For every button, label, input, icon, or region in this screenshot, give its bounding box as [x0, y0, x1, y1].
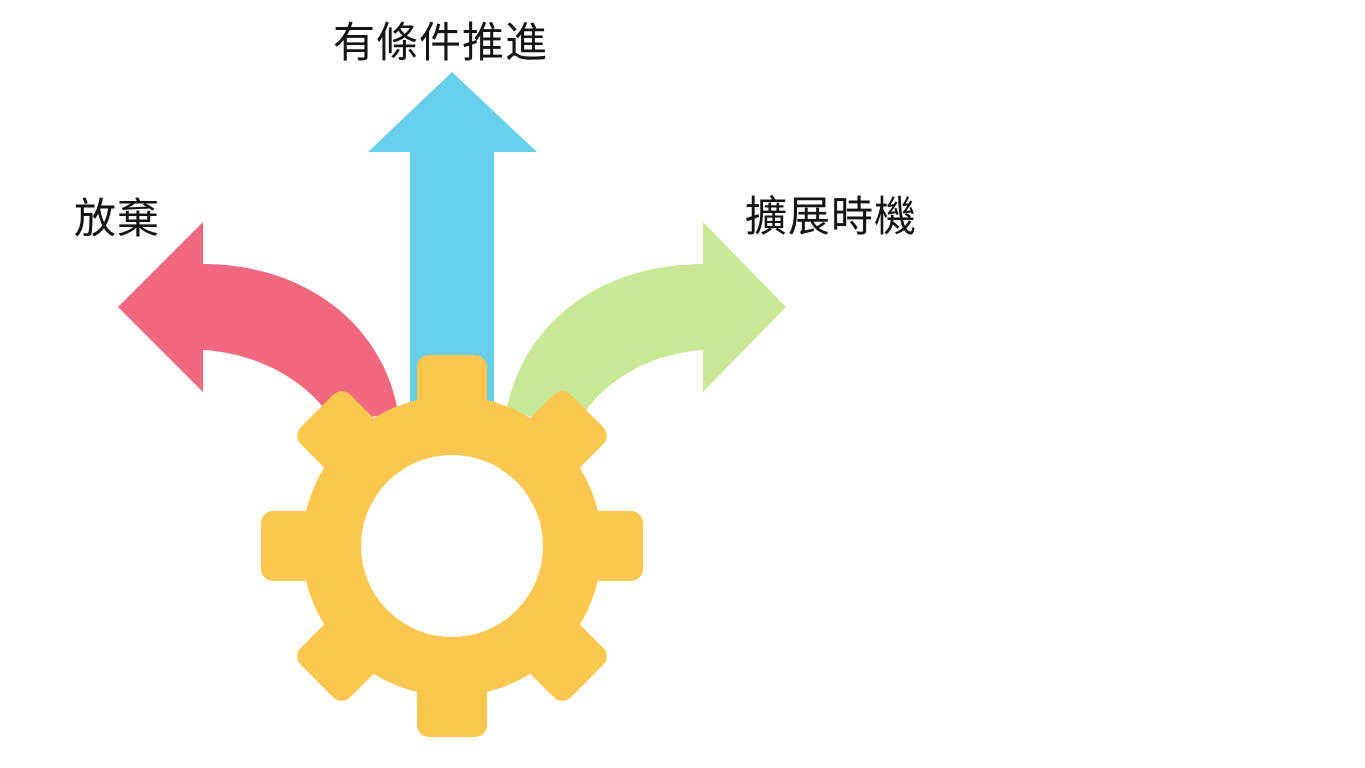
label-expansion-timing: 擴展時機: [745, 192, 918, 241]
arrow-up-icon: [368, 72, 537, 420]
label-abandon: 放棄: [74, 194, 161, 243]
arrow-right-curved-icon: [506, 222, 786, 424]
arrow-left-curved-icon: [118, 222, 398, 424]
gear-hole: [361, 455, 543, 637]
gear-icon: [261, 355, 643, 737]
label-conditional-advance: 有條件推進: [333, 18, 549, 67]
